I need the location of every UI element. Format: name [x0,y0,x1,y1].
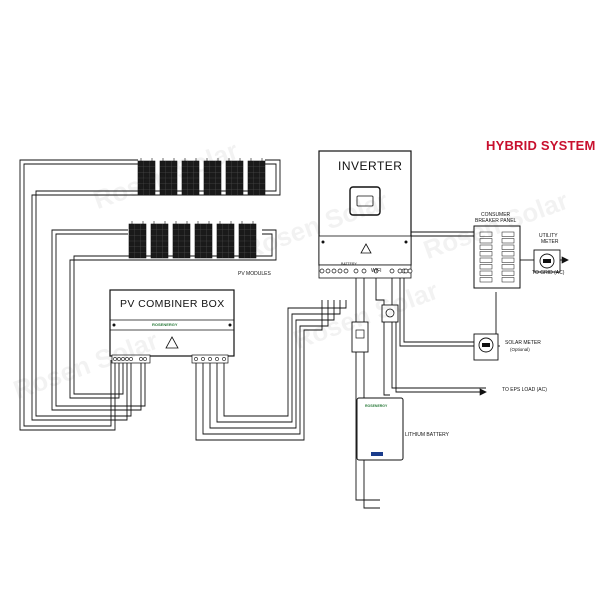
inverter-terminal [331,268,337,274]
wifi-label: WIFI [371,268,382,274]
breaker-slot [479,277,493,283]
consumer-breaker-panel [473,225,521,289]
breaker-slot [501,244,515,250]
breaker-slot [479,251,493,257]
pv-panel [203,158,222,196]
pv-modules-top-row [137,158,266,196]
pv-panel [159,158,178,196]
combiner-terminal [121,357,125,361]
pv-panel [128,221,147,259]
pv-panel [172,221,191,259]
breaker-slot [501,231,515,237]
combiner-terminal [143,357,147,361]
battery-label: LITHIUM BATTERY [405,432,449,438]
breaker-slot [479,244,493,250]
combiner-terminal [129,357,133,361]
inverter [318,150,413,279]
breaker-slot [479,231,493,237]
breaker-slot [501,238,515,244]
breaker-slot [501,264,515,270]
breaker-slot [479,257,493,263]
solar-meter-label: SOLAR METER [505,340,541,346]
utility-meter-label-1: UTILITY [539,233,558,239]
breaker-panel-label-2: BREAKER PANEL [475,218,517,224]
pv-panel [194,221,213,259]
dc-breaker [351,321,369,353]
pv-panel [137,158,156,196]
inverter-label: INVERTER [338,159,403,173]
inverter-terminal [397,268,403,274]
pv-panel [216,221,235,259]
battery-brand: ROSENERGY [365,404,388,408]
pv-modules-bottom-row [128,221,257,259]
inverter-terminal [407,268,413,274]
combiner-terminal [125,357,129,361]
breaker-slot [501,270,515,276]
pv-string-wiring [19,159,281,431]
combiner-terminal [139,357,143,361]
warning-icon [360,243,372,254]
breaker-slot [501,251,515,257]
solar-meter-note: (Optional) [510,347,530,352]
inverter-terminal [343,268,349,274]
pv-panel [225,158,244,196]
combiner-warning-icon [165,336,179,349]
inverter-terminal [389,268,395,274]
inverter-terminal [403,268,409,274]
pv-panel [150,221,169,259]
combiner-terminal [222,357,226,361]
breaker-slot [479,264,493,270]
pv-modules-label: PV MODULES [238,271,271,277]
pv-panel [238,221,257,259]
breaker-slot [479,270,493,276]
lithium-battery [356,397,404,461]
inverter-terminal [373,268,379,274]
combiner-terminal [201,357,205,361]
inverter-terminal [319,268,325,274]
combiner-terminal [215,357,219,361]
breaker-slot [479,238,493,244]
battery-port-label: BATTERY [341,262,357,266]
combiner-terminal [194,357,198,361]
inverter-terminal [325,268,331,274]
diagram-title: HYBRID SYSTEM [486,138,596,153]
pv-panel [247,158,266,196]
ac-isolator [381,304,399,323]
inverter-terminal [361,268,367,274]
combiner-label: PV COMBINER BOX [120,298,225,310]
pv-panel [181,158,200,196]
combiner-terminal [117,357,121,361]
inverter-terminal [337,268,343,274]
battery-indicator [371,452,383,456]
combiner-terminal [113,357,117,361]
grid-label: TO GRID (AC) [532,270,565,276]
combiner-terminal [208,357,212,361]
combiner-brand: ROSENERGY [152,322,178,327]
utility-meter [533,249,561,273]
breaker-panel-label-1: CONSUMER [481,212,511,218]
eps-load-label: TO EPS LOAD (AC) [502,387,547,393]
inverter-terminal [353,268,359,274]
pv-combiner-box [109,289,235,364]
utility-meter-label-2: METER [541,239,559,245]
solar-meter [473,333,499,361]
breaker-slot [501,257,515,263]
breaker-slot [501,277,515,283]
combiner-to-inverter-wiring [195,300,347,441]
